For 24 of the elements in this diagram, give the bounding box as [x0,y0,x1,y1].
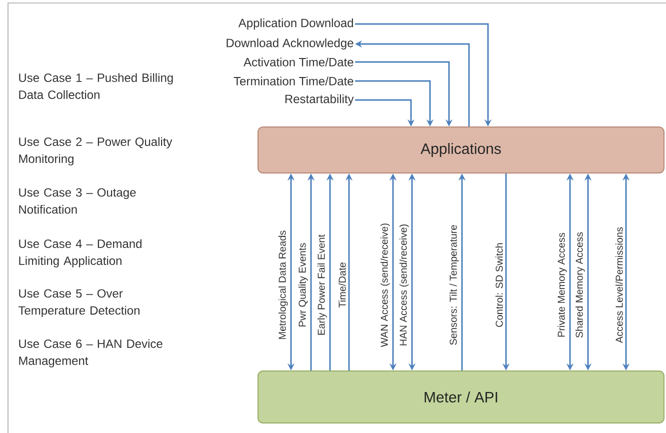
use-case-label: Use Case 4 – Demand Limiting Application [19,239,142,268]
edge-label: Time/Date [338,262,346,308]
edge-label: Early Power Fail Event [317,234,327,335]
edge-label: HAN Access (send/receive) [400,224,409,346]
flow-label: Application Download [238,18,353,30]
edge-label: Metrological Data Reads [278,230,288,339]
edge-label: Control: SD Switch [495,243,503,327]
edge-label: Pwr Quality Events [298,243,308,326]
use-case-label: Use Case 1 – Pushed Billing Data Collection [19,73,173,99]
flow-label: Download Acknowledge [226,38,354,50]
flow-label: Termination Time/Date [234,76,354,86]
applications-box: Applications [258,126,664,174]
use-case-label: Use Case 6 – HAN Device Management [19,339,162,368]
edge-label: Access Level/Permissions [615,227,623,344]
edge-label: Private Memory Access [557,232,567,337]
use-case-label: Use Case 2 – Power Quality Monitoring [19,137,172,166]
meter-box: Meter / API [258,370,664,424]
edge-label: Sensors: Tilt / Temperature [449,225,459,345]
flow-label: Restartability [285,94,354,106]
use-case-label: Use Case 3 – Outage Notification [19,188,136,214]
edge-label: WAN Access (send/receive) [380,224,390,347]
flow-label: Activation Time/Date [244,58,354,66]
edge-label: Shared Memory Access [575,232,585,338]
use-case-label: Use Case 5 – Over Temperature Detection [18,289,140,318]
